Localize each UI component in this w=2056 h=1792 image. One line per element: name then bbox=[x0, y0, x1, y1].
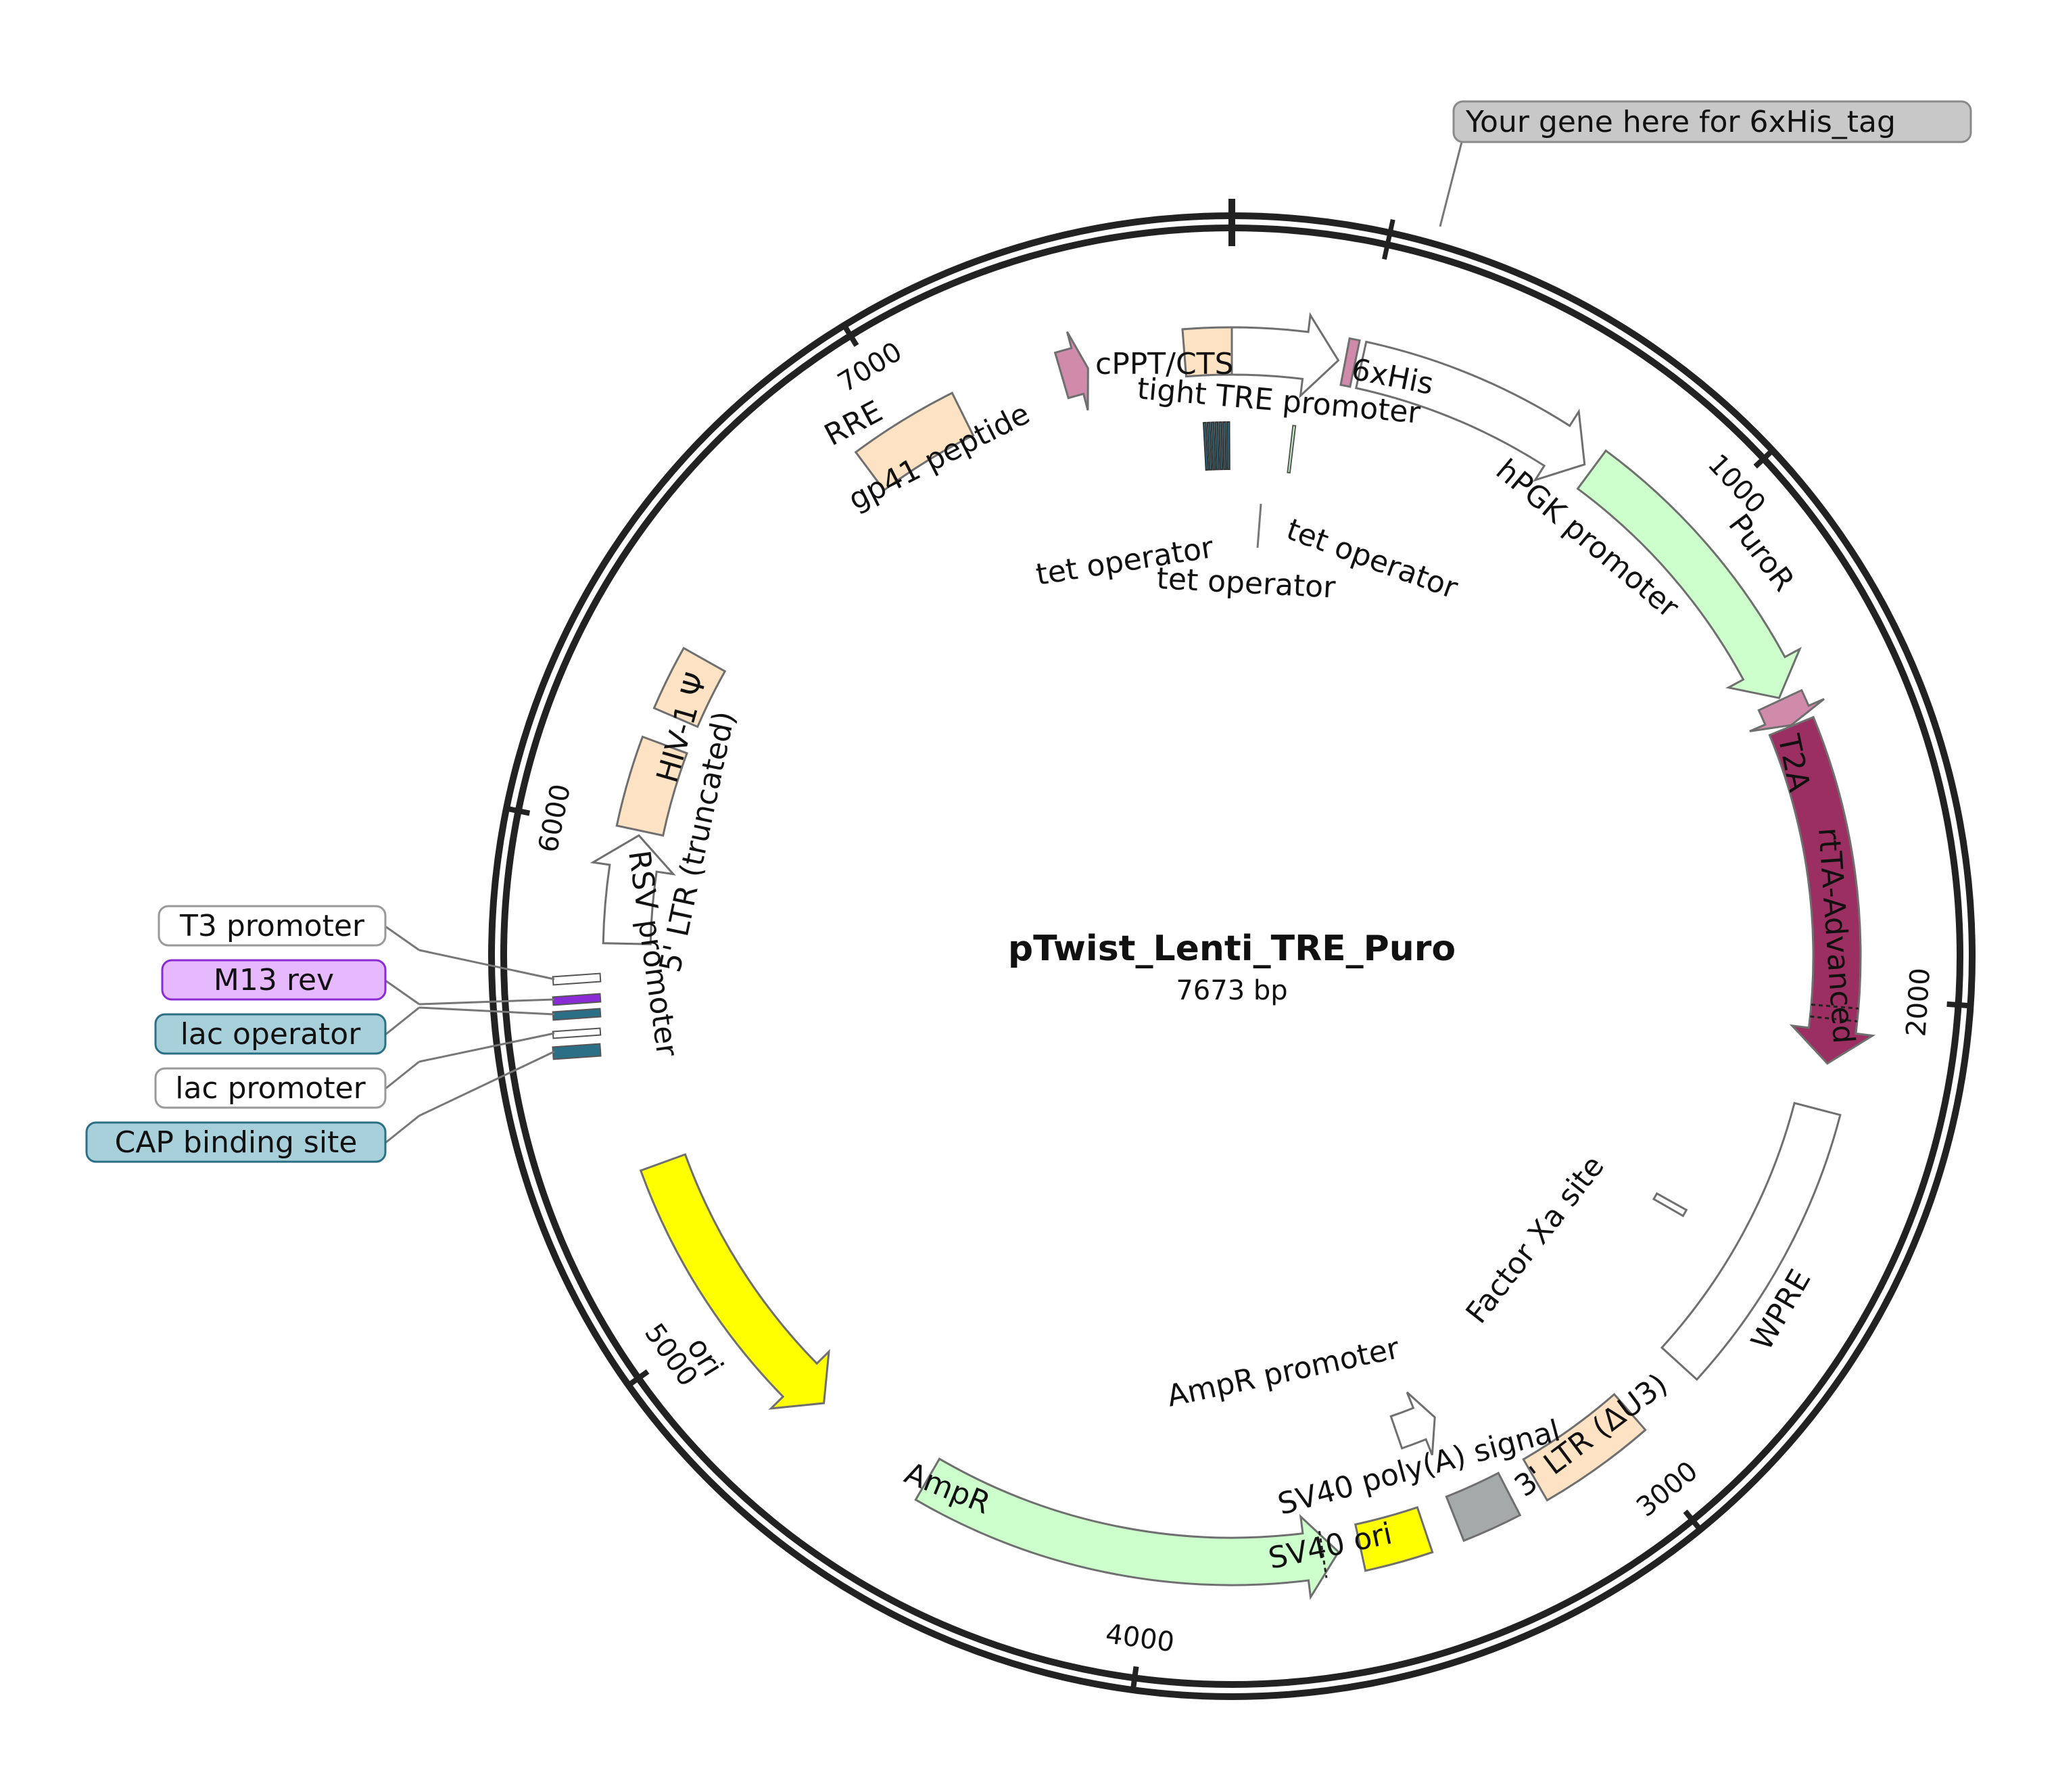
feature-amprprom bbox=[1389, 1391, 1436, 1456]
gene-insertion-callout: Your gene here for 6xHis_tag bbox=[1439, 100, 1972, 227]
lac-label-cap: CAP binding site bbox=[115, 1125, 358, 1160]
tet-operator-single bbox=[1287, 425, 1297, 474]
tick-label-3000: 3000 bbox=[1631, 1455, 1704, 1523]
tet-operator-2 bbox=[1206, 421, 1213, 471]
feature-rtetr bbox=[1768, 715, 1876, 1065]
feature-tight-tre bbox=[1230, 312, 1340, 399]
feature-wpre bbox=[1660, 1102, 1842, 1382]
label-amprprom: AmpR promoter bbox=[1164, 1331, 1403, 1414]
tick-5000 bbox=[625, 1369, 650, 1389]
feature-ampr bbox=[914, 1457, 1340, 1601]
lac-feature-mark-lacop bbox=[552, 1008, 602, 1021]
tick-2000 bbox=[1946, 1001, 1973, 1009]
tick-4000 bbox=[1130, 1666, 1139, 1693]
lac-leader-t3-a bbox=[385, 925, 420, 951]
tet-operator-7 bbox=[1226, 421, 1230, 471]
tet-operator-4 bbox=[1214, 421, 1220, 471]
lac-leader-m13-a bbox=[385, 979, 420, 1006]
tetop-leader bbox=[1256, 503, 1262, 548]
lac-leader-t3-b bbox=[419, 949, 555, 981]
feature-psi bbox=[652, 646, 727, 728]
tick-label-4000: 4000 bbox=[1104, 1618, 1176, 1658]
map-title: pTwist_Lenti_TRE_Puro 7673 bp bbox=[1008, 928, 1456, 1006]
feature-rre bbox=[854, 392, 975, 492]
label-tetop-center: tet operator bbox=[1155, 561, 1337, 605]
tick-label-6000: 6000 bbox=[533, 782, 577, 855]
label-rtetr: rTetR bbox=[1873, 870, 1915, 949]
lac-label-m13: M13 rev bbox=[214, 963, 334, 997]
tick-7000 bbox=[840, 322, 859, 348]
feature-puror bbox=[1576, 449, 1802, 699]
plasmid-name: pTwist_Lenti_TRE_Puro bbox=[1008, 928, 1456, 969]
tick-6000 bbox=[504, 805, 531, 816]
callout-label: Your gene here for 6xHis_tag bbox=[1465, 105, 1896, 139]
feature-ltr3 bbox=[1522, 1392, 1647, 1502]
lac-label-lacop: lac operator bbox=[181, 1017, 362, 1052]
lac-leader-cap-b bbox=[419, 1050, 555, 1117]
feature-factorxa bbox=[1652, 1192, 1688, 1218]
lac-leader-cap-a bbox=[385, 1114, 420, 1144]
plasmid-size: 7673 bp bbox=[1176, 975, 1287, 1006]
dash-rtetr-1 bbox=[1811, 1004, 1859, 1010]
tet-operator-3 bbox=[1210, 421, 1216, 471]
callout-leader bbox=[1439, 141, 1463, 227]
dash-rtetr-2 bbox=[1810, 1015, 1858, 1022]
lac-feature-mark-cap bbox=[552, 1043, 602, 1060]
label-cppt: cPPT/CTS bbox=[1095, 347, 1234, 381]
feature-rsv bbox=[590, 834, 676, 945]
lac-label-box-t3 bbox=[158, 905, 387, 947]
feature-sv40ori bbox=[1354, 1506, 1434, 1572]
feature-track bbox=[590, 312, 1876, 1601]
callout-box bbox=[1452, 100, 1972, 143]
tet-operator-5 bbox=[1218, 421, 1224, 471]
tet-operator-1 bbox=[1202, 421, 1209, 471]
lac-label-box-cap bbox=[85, 1121, 387, 1163]
tick-3000 bbox=[1683, 1509, 1704, 1533]
lac-leader-lacprom-b bbox=[419, 1032, 555, 1063]
feature-sv40pa bbox=[1445, 1471, 1522, 1542]
feature-hpgk bbox=[1354, 340, 1586, 482]
tick-label-2000: 2000 bbox=[1900, 967, 1936, 1038]
lac-leader-lacprom-a bbox=[385, 1060, 420, 1090]
feature-his6 bbox=[1339, 337, 1361, 388]
feature-ori bbox=[639, 1153, 830, 1410]
tet-operator-cluster bbox=[1202, 421, 1297, 548]
lac-leader-lacop-b bbox=[419, 1006, 555, 1016]
lac-label-box-m13 bbox=[161, 959, 387, 1001]
lac-feature-mark-t3 bbox=[552, 972, 602, 986]
tick-label-7000: 7000 bbox=[832, 336, 907, 398]
lac-label-lacprom: lac promoter bbox=[175, 1071, 366, 1106]
lac-leader-m13-b bbox=[419, 998, 555, 1006]
lac-label-t3: T3 promoter bbox=[179, 909, 365, 943]
label-factorxa: Factor Xa site bbox=[1459, 1150, 1610, 1330]
lac-label-box-lacop bbox=[154, 1013, 387, 1055]
lac-leader-lacop-a bbox=[385, 1006, 420, 1036]
feature-t2a bbox=[1749, 688, 1825, 732]
dash-ampr bbox=[1318, 1530, 1328, 1578]
feature-gp41 bbox=[1053, 331, 1089, 411]
lac-feature-mark-lacprom bbox=[552, 1027, 602, 1039]
lac-feature-mark-m13 bbox=[552, 993, 602, 1006]
tet-operator-6 bbox=[1222, 421, 1227, 471]
feature-ltr5 bbox=[615, 735, 688, 837]
lac-label-box-lacprom bbox=[154, 1067, 387, 1109]
tick-insertion bbox=[1382, 219, 1395, 260]
tick-1000 bbox=[1753, 447, 1776, 469]
